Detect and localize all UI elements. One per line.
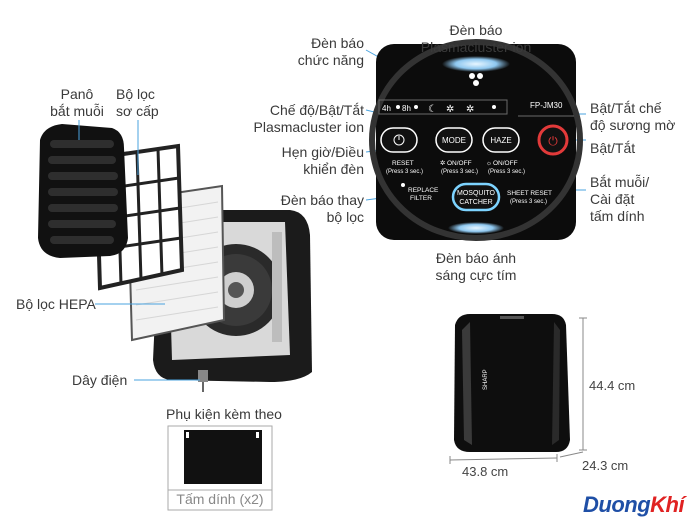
product-photo: SHARP [454,314,570,452]
svg-text:(Press 3 sec.): (Press 3 sec.) [441,169,478,175]
label-power: Bật/Tắt [590,140,636,156]
uv-light-glow [448,222,504,234]
dimension-lines [449,317,587,464]
label-mosquito-sheet: Bắt muỗi/ Cài đặt tấm dính [590,174,650,224]
label-mosquito-panel: Panô bắt muỗi [50,86,104,119]
night-mode-icon: ☾ [428,104,437,115]
mosquito-panel-illustration [38,124,128,258]
timer-indicators: 4h 8h ☾ ✲ ✲ [382,104,496,115]
label-hepa-filter: Bộ lọc HEPA [16,296,96,312]
light-onoff-icon: ☼ [486,160,492,167]
svg-text:SHEET RESET: SHEET RESET [507,190,552,197]
mode-button[interactable]: MODE [435,127,473,153]
svg-text:8h: 8h [402,104,411,113]
label-uv-indicator: Đèn báo ánh sáng cực tím [435,250,517,283]
label-timer-light: Hẹn giờ/Điều khiển đèn [281,144,364,177]
plasmacluster-glow [442,56,510,72]
power-cord-illustration [198,370,208,392]
mosquito-catcher-button[interactable]: MOSQUITO CATCHER [451,182,501,212]
label-function-indicator: Đèn báo chức năng [297,35,364,68]
fan-high-icon: ✲ [466,104,474,115]
haze-button[interactable]: HAZE [482,127,520,153]
label-replace-filter-indicator: Đèn báo thay bộ lọc [280,192,364,225]
fan-onoff-icon: ✲ [440,160,445,167]
svg-text:CATCHER: CATCHER [459,199,492,206]
sticky-sheet-illustration [167,425,273,511]
label-sticky-sheet: Tấm dính (x2) [176,491,264,507]
svg-text:HAZE: HAZE [490,136,511,145]
svg-text:ON/OFF: ON/OFF [447,160,472,167]
power-icon: ⏻ [548,134,558,148]
dimension-width: 43.8 cm [462,464,509,479]
power-button[interactable]: ⏻ [537,124,569,156]
fan-low-icon: ✲ [446,104,454,115]
label-haze-mode: Bật/Tắt chế độ sương mờ [590,100,676,133]
plasmacluster-logo-icon [469,73,483,86]
svg-text:(Press 3 sec.): (Press 3 sec.) [510,199,547,205]
model-number: FP-JM30 [530,101,563,110]
dimension-depth: 24.3 cm [582,458,629,473]
label-accessories: Phụ kiện kèm theo [166,406,282,422]
clock-icon [393,134,405,146]
indicator-strip [378,99,508,115]
replace-filter-led [401,183,405,187]
brand-logo: DuongKhí [583,492,685,517]
svg-text:RESET: RESET [392,160,414,167]
label-plasmacluster-mode: Chế độ/Bật/Tắt Plasmacluster ion [253,102,365,135]
timer-button[interactable] [380,127,418,153]
dimension-height: 44.4 cm [589,378,636,393]
control-panel: 4h 8h ☾ ✲ ✲ FP-JM30 MODE HAZE ⏻ [369,39,583,241]
svg-text:MOSQUITO: MOSQUITO [457,190,496,197]
label-plasmacluster-indicator: Đèn báo Plasmacluster ion [420,22,532,55]
svg-text:(Press 3 sec.): (Press 3 sec.) [488,169,525,175]
svg-text:REPLACE: REPLACE [408,187,439,194]
sharp-logo: SHARP [483,369,489,390]
label-prefilter: Bộ lọc sơ cấp [116,86,159,119]
svg-text:4h: 4h [382,104,391,113]
svg-text:FILTER: FILTER [410,195,432,202]
label-power-cord: Dây điện [72,372,128,388]
svg-text:ON/OFF: ON/OFF [493,160,518,167]
svg-text:(Press 3 sec.): (Press 3 sec.) [386,169,423,175]
svg-text:MODE: MODE [442,136,466,145]
